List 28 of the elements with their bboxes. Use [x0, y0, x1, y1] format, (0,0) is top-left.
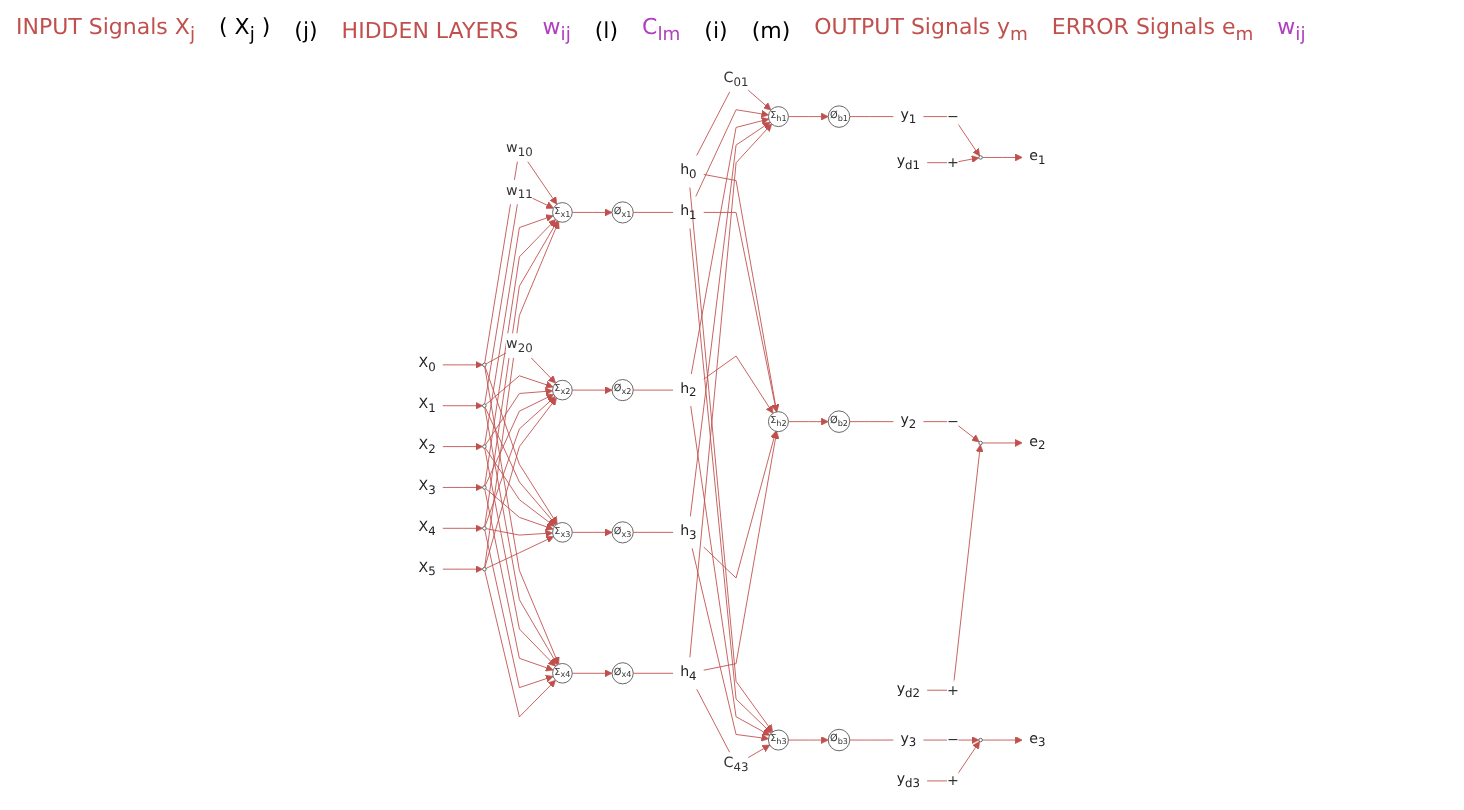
- node-circle: [482, 403, 487, 408]
- annotation-label: INPUT Signals X$_{j}$: [16, 13, 195, 47]
- connector: [632, 211, 674, 213]
- annotation-label: w$_{ij}$: [1277, 13, 1306, 47]
- annotation-label: (m): [751, 17, 791, 43]
- node-circle: [482, 485, 487, 490]
- node-circle: [978, 737, 983, 743]
- node-circle: [482, 566, 487, 572]
- node-circle: [978, 155, 983, 160]
- connector: [849, 116, 894, 118]
- annotation-label: ERROR Signals e$_{m}$: [1051, 13, 1254, 47]
- connector: [632, 389, 674, 391]
- annotation-label: HIDDEN LAYERS: [341, 17, 519, 43]
- annotation-label: (l): [594, 17, 619, 43]
- node-circle: [482, 526, 487, 531]
- annotation-label: C$_{lm}$: [642, 13, 681, 47]
- connector: [849, 739, 894, 741]
- annotation-label: OUTPUT Signals y$_{m}$: [814, 13, 1028, 47]
- node-circle: [482, 444, 487, 449]
- connector: [632, 672, 674, 674]
- annotation-label: (j): [294, 17, 318, 43]
- annotation-label: w$_{ij}$: [542, 13, 571, 47]
- node-circle: [978, 440, 983, 446]
- annotation-label: ( X$_{j}$ ): [218, 13, 271, 47]
- node-circle: [482, 362, 487, 368]
- annotation-label: (i): [704, 17, 728, 43]
- connector: [632, 531, 674, 533]
- connector: [849, 421, 894, 423]
